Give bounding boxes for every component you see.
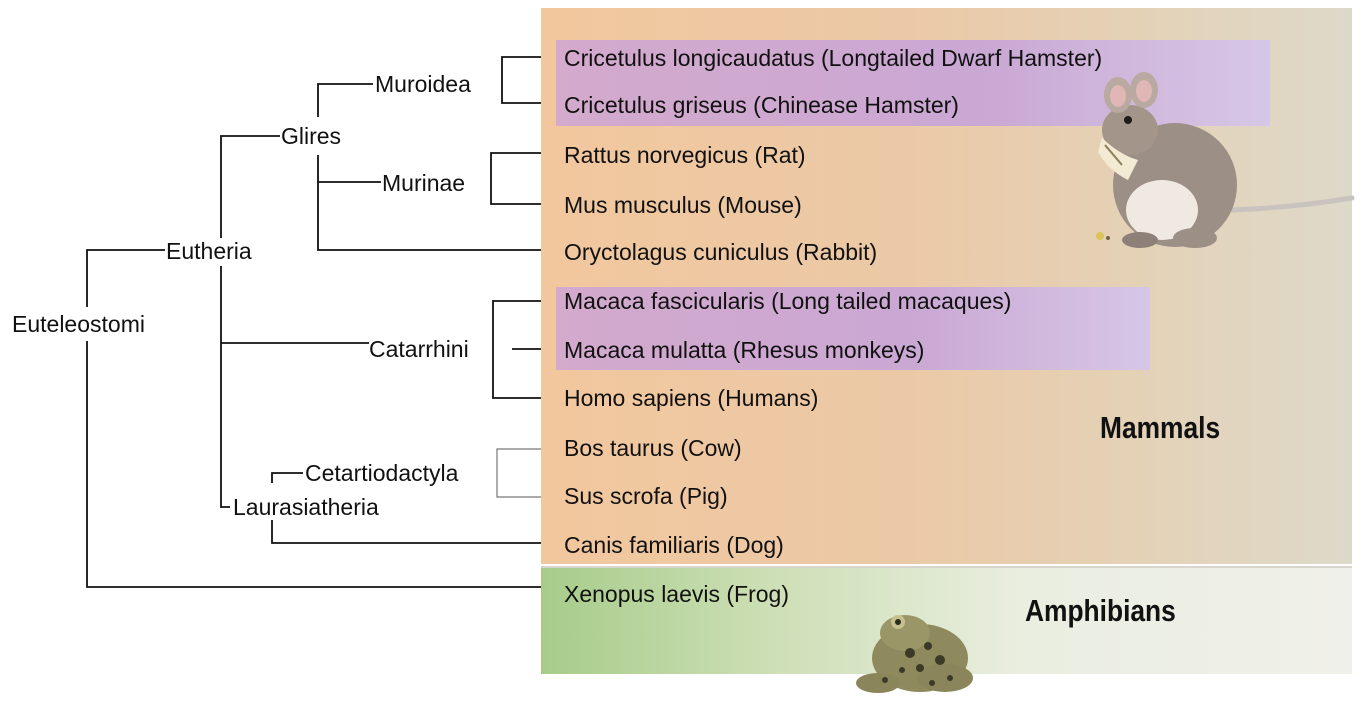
species-label: Cricetulus griseus (Chinease Hamster) [564, 91, 959, 119]
node-euteleostomi: Euteleostomi [12, 310, 145, 338]
species-label: Canis familiaris (Dog) [564, 531, 784, 559]
group-label-amphibians: Amphibians [1025, 593, 1176, 629]
species-label: Oryctolagus cuniculus (Rabbit) [564, 238, 877, 266]
node-glires: Glires [281, 122, 341, 150]
node-eutheria: Eutheria [166, 237, 252, 265]
node-cetartiodactyla: Cetartiodactyla [305, 459, 458, 487]
species-label: Homo sapiens (Humans) [564, 384, 818, 412]
species-label: Bos taurus (Cow) [564, 434, 742, 462]
species-label: Sus scrofa (Pig) [564, 482, 728, 510]
node-catarrhini: Catarrhini [369, 335, 469, 363]
species-label: Mus musculus (Mouse) [564, 191, 802, 219]
group-label-mammals: Mammals [1100, 410, 1220, 446]
species-label: Macaca mulatta (Rhesus monkeys) [564, 336, 924, 364]
species-label: Cricetulus longicaudatus (Longtailed Dwa… [564, 44, 1102, 72]
species-label: Macaca fascicularis (Long tailed macaque… [564, 287, 1011, 315]
species-label: Rattus norvegicus (Rat) [564, 141, 806, 169]
species-label: Xenopus laevis (Frog) [564, 580, 789, 608]
node-murinae: Murinae [382, 169, 465, 197]
node-laurasiatheria: Laurasiatheria [233, 493, 379, 521]
node-muroidea: Muroidea [375, 70, 471, 98]
